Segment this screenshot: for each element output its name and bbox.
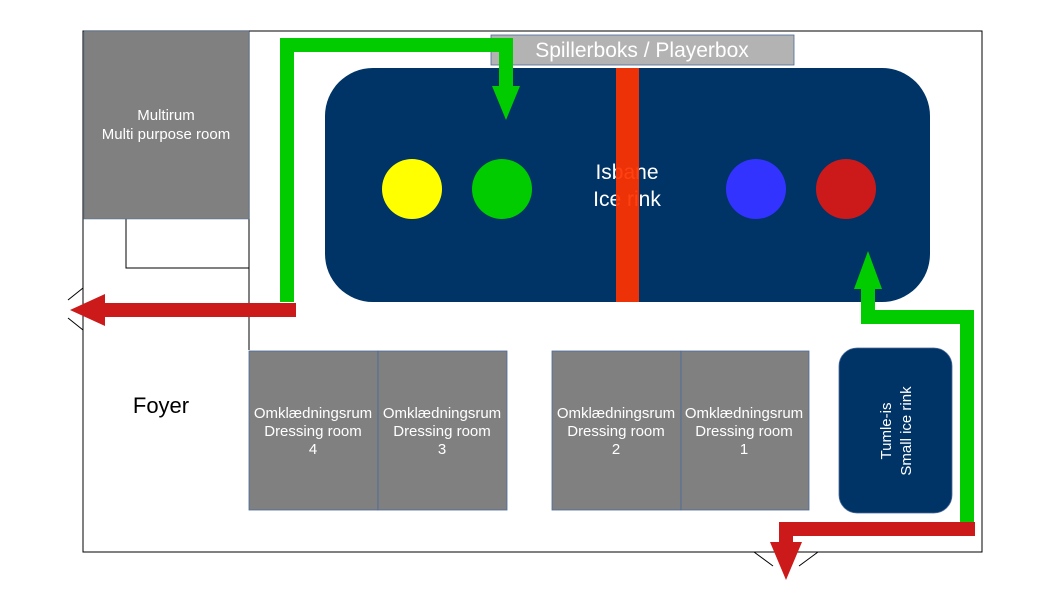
bottom-door-marks: [753, 551, 819, 567]
red-circle: [816, 159, 876, 219]
dressing-room-2-number: 2: [612, 441, 620, 458]
foyer-label: Foyer: [133, 393, 189, 418]
blue-circle: [726, 159, 786, 219]
multirum-label: Multirum: [137, 107, 195, 124]
ice-rink: Isbane Ice rink: [325, 68, 930, 302]
dressing-room-3-number: 3: [438, 441, 446, 458]
dressing-room-3: Omklædningsrum Dressing room 3: [377, 350, 508, 511]
dressing-room-4-label: Omklædningsrum: [254, 405, 372, 422]
center-line: [616, 68, 639, 302]
dressing-room-2-sublabel: Dressing room: [567, 423, 665, 440]
green-entry-arrow: [280, 38, 520, 302]
multi-purpose-room: Multirum Multi purpose room: [83, 30, 250, 220]
dressing-room-4: Omklædningsrum Dressing room 4: [248, 350, 379, 511]
dressing-room-4-sublabel: Dressing room: [264, 423, 362, 440]
green-entry-arrow-right: [854, 251, 974, 524]
dressing-room-1-number: 1: [740, 441, 748, 458]
dressing-room-1: Omklædningsrum Dressing room 1: [680, 350, 810, 511]
red-exit-arrow-bottom: [770, 522, 975, 580]
small-ice-rink-label: Tumle-is: [878, 403, 895, 460]
dressing-room-2-label: Omklædningsrum: [557, 405, 675, 422]
playerbox: Spillerboks / Playerbox: [490, 34, 795, 66]
dressing-room-3-label: Omklædningsrum: [383, 405, 501, 422]
left-door-marks: [67, 287, 84, 331]
small-ice-rink: Tumle-is Small ice rink: [838, 347, 953, 514]
dressing-room-1-label: Omklædningsrum: [685, 405, 803, 422]
multirum-sublabel: Multi purpose room: [102, 126, 230, 143]
dressing-room-4-number: 4: [309, 441, 317, 458]
dressing-room-2: Omklædningsrum Dressing room 2: [551, 350, 682, 511]
yellow-circle: [382, 159, 442, 219]
dressing-room-3-sublabel: Dressing room: [393, 423, 491, 440]
red-exit-arrow-left: [70, 294, 296, 326]
small-ice-rink-sublabel: Small ice rink: [898, 386, 915, 476]
playerbox-label: Spillerboks / Playerbox: [535, 39, 749, 62]
dressing-room-1-sublabel: Dressing room: [695, 423, 793, 440]
green-circle: [472, 159, 532, 219]
